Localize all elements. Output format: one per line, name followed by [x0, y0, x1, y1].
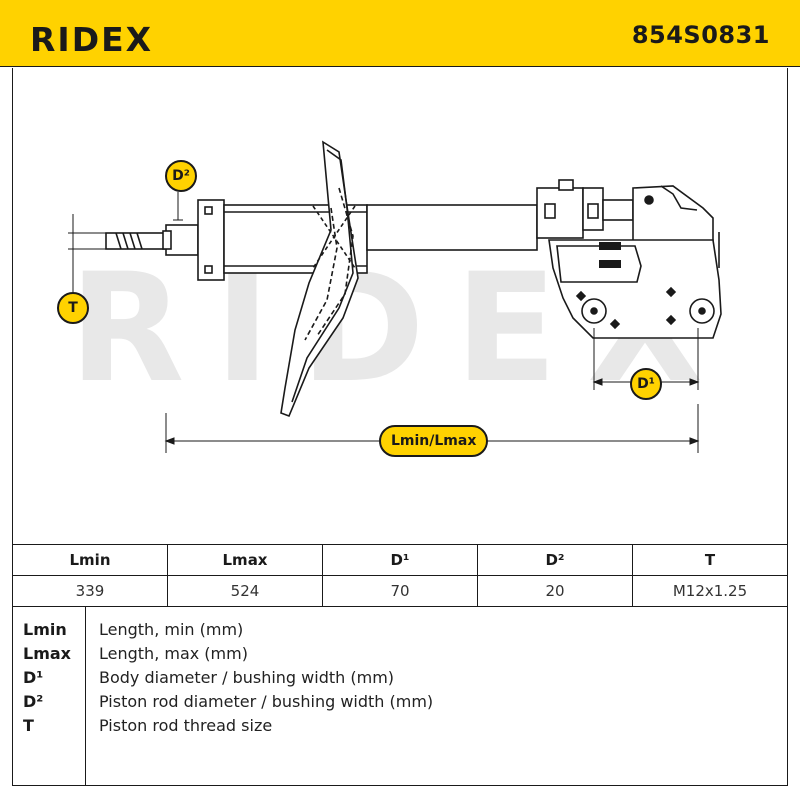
callout-d2: D² [165, 160, 197, 192]
callout-length: Lmin/Lmax [379, 425, 489, 457]
spec-header-lmax: Lmax [167, 544, 323, 576]
header-bar: RIDEX 854S0831 [0, 0, 800, 67]
legend-desc: Length, max (mm) [99, 644, 248, 663]
legend-term: T [23, 716, 34, 735]
legend-term: D² [23, 692, 44, 711]
callout-t: T [57, 292, 89, 324]
spec-header-d1: D¹ [322, 544, 478, 576]
spec-value-t: M12x1.25 [632, 575, 788, 607]
legend-desc: Piston rod diameter / bushing width (mm) [99, 692, 434, 711]
shock-absorber-drawing: RIDEX [68, 140, 722, 453]
brand-logo-text: RIDEX [30, 20, 153, 54]
spec-value-d1: 70 [322, 575, 478, 607]
spec-value-row: 339 524 70 20 M12x1.25 [12, 575, 788, 607]
legend-desc: Body diameter / bushing width (mm) [99, 668, 395, 687]
legend-desc: Length, min (mm) [99, 620, 244, 639]
spec-header-lmin: Lmin [12, 544, 168, 576]
technical-diagram: RIDEX [12, 68, 788, 544]
legend-term: Lmax [23, 644, 71, 663]
spec-value-lmin: 339 [12, 575, 168, 607]
strut-outline [105, 140, 722, 418]
legend-divider [85, 606, 86, 786]
spec-table: Lmin Lmax D¹ D² T 339 524 70 20 M12x1.25 [12, 544, 788, 607]
spec-header-t: T [632, 544, 788, 576]
legend: Lmin Length, min (mm) Lmax Length, max (… [12, 606, 788, 786]
legend-term: Lmin [23, 620, 67, 639]
legend-term: D¹ [23, 668, 44, 687]
legend-desc: Piston rod thread size [99, 716, 273, 735]
callout-d1: D¹ [630, 368, 662, 400]
spec-header-d2: D² [477, 544, 633, 576]
spec-value-d2: 20 [477, 575, 633, 607]
spec-header-row: Lmin Lmax D¹ D² T [12, 544, 788, 576]
part-number: 854S0831 [631, 21, 770, 49]
brand-logo: RIDEX [30, 20, 153, 54]
spec-value-lmax: 524 [167, 575, 323, 607]
